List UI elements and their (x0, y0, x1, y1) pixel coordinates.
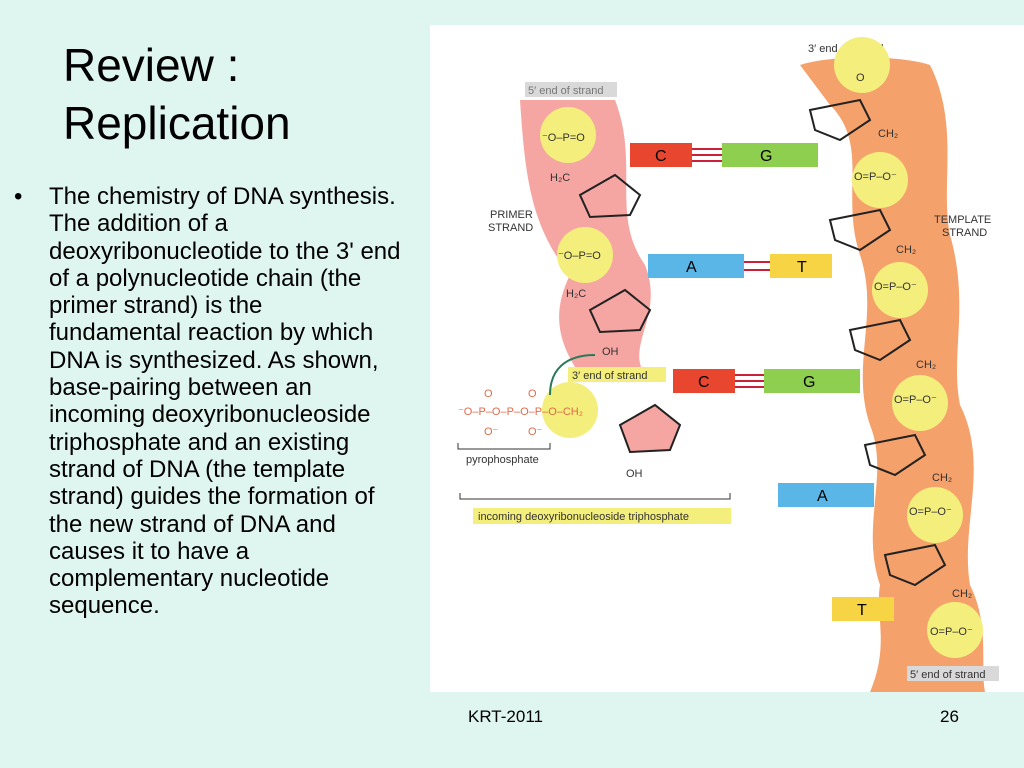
label-3prime-primer: 3′ end of strand (572, 370, 647, 382)
label-5prime-template: 5′ end of strand (910, 669, 985, 681)
template-phos-2: O=P–O⁻ (874, 281, 917, 293)
template-phos-4: O=P–O⁻ (909, 506, 952, 518)
base-a-unpaired: A (817, 488, 828, 505)
template-sugars (808, 98, 947, 587)
base-pair-3: C G (673, 369, 860, 393)
footer-author: KRT-2011 (468, 707, 543, 726)
template-ch2-4: CH₂ (932, 472, 952, 484)
template-phos-3: O=P–O⁻ (894, 394, 937, 406)
template-ch2-5: CH₂ (952, 588, 972, 600)
pyrophosphate-bracket (457, 443, 551, 450)
base-t-1: T (797, 259, 807, 276)
dbl-o-1: O (484, 388, 493, 400)
template-ch2-3: CH₂ (916, 359, 936, 371)
base-pair-2: A T (648, 254, 832, 278)
base-c-1: C (655, 148, 667, 165)
dbl-o-2: O (528, 388, 537, 400)
primer-phos-2: ⁻O–P=O (558, 250, 601, 262)
label-template-2: STRAND (942, 227, 987, 239)
label-pyrophosphate: pyrophosphate (466, 454, 539, 466)
page-number: 26 (940, 707, 959, 726)
template-phosphates (834, 37, 983, 658)
bullet-marker: • (14, 183, 23, 210)
incoming-sugar (618, 403, 682, 454)
label-5prime-primer: 5′ end of strand (528, 85, 603, 97)
incoming-triphosphate: ⁻O–P–O–P–O–P–O–CH₂ (458, 406, 583, 418)
template-ch2-1: CH₂ (878, 128, 898, 140)
bullet-list: • The chemistry of DNA synthesis. The ad… (14, 183, 406, 620)
label-bg-5prime-primer (525, 82, 617, 97)
label-primer-1: PRIMER (490, 209, 533, 221)
bullet-text: The chemistry of DNA synthesis. The addi… (49, 183, 401, 620)
label-bg-3prime-primer (568, 367, 666, 382)
primer-sugars (578, 173, 652, 334)
dna-replication-diagram: 3′ end of strand 5′ end of strand PRIMER… (430, 25, 1024, 692)
attack-arrow (549, 354, 596, 396)
unpaired-bases: A T (778, 483, 894, 621)
base-a-1: A (686, 259, 697, 276)
template-phos-5: O=P–O⁻ (930, 626, 973, 638)
incoming-oh: OH (626, 468, 643, 480)
neg-o-2: O⁻ (528, 426, 543, 438)
label-template-1: TEMPLATE (934, 214, 991, 226)
label-incoming: incoming deoxyribonucleoside triphosphat… (478, 511, 689, 523)
primer-oh: OH (602, 346, 619, 358)
base-c-2: C (698, 374, 710, 391)
template-phos-1: O=P–O⁻ (854, 171, 897, 183)
base-t-unpaired: T (857, 602, 867, 619)
diagram-svg: 3′ end of strand 5′ end of strand PRIMER… (457, 37, 999, 692)
primer-h2c-1: H₂C (550, 172, 570, 184)
label-bg-incoming (473, 508, 731, 524)
template-ch2-2: CH₂ (896, 244, 916, 256)
primer-h2c-2: H₂C (566, 288, 586, 300)
incoming-bracket (459, 493, 731, 500)
base-g-1: G (760, 148, 772, 165)
base-g-2: G (803, 374, 815, 391)
neg-o-1: O⁻ (484, 426, 499, 438)
label-primer-2: STRAND (488, 222, 533, 234)
primer-phos-1: ⁻O–P=O (542, 132, 585, 144)
base-pair-1: C G (630, 143, 818, 167)
slide-title: Review : Replication (63, 39, 291, 149)
label-bg-5prime-template (907, 666, 999, 681)
primer-phosphates (540, 107, 613, 438)
template-o-1: O (856, 72, 865, 84)
